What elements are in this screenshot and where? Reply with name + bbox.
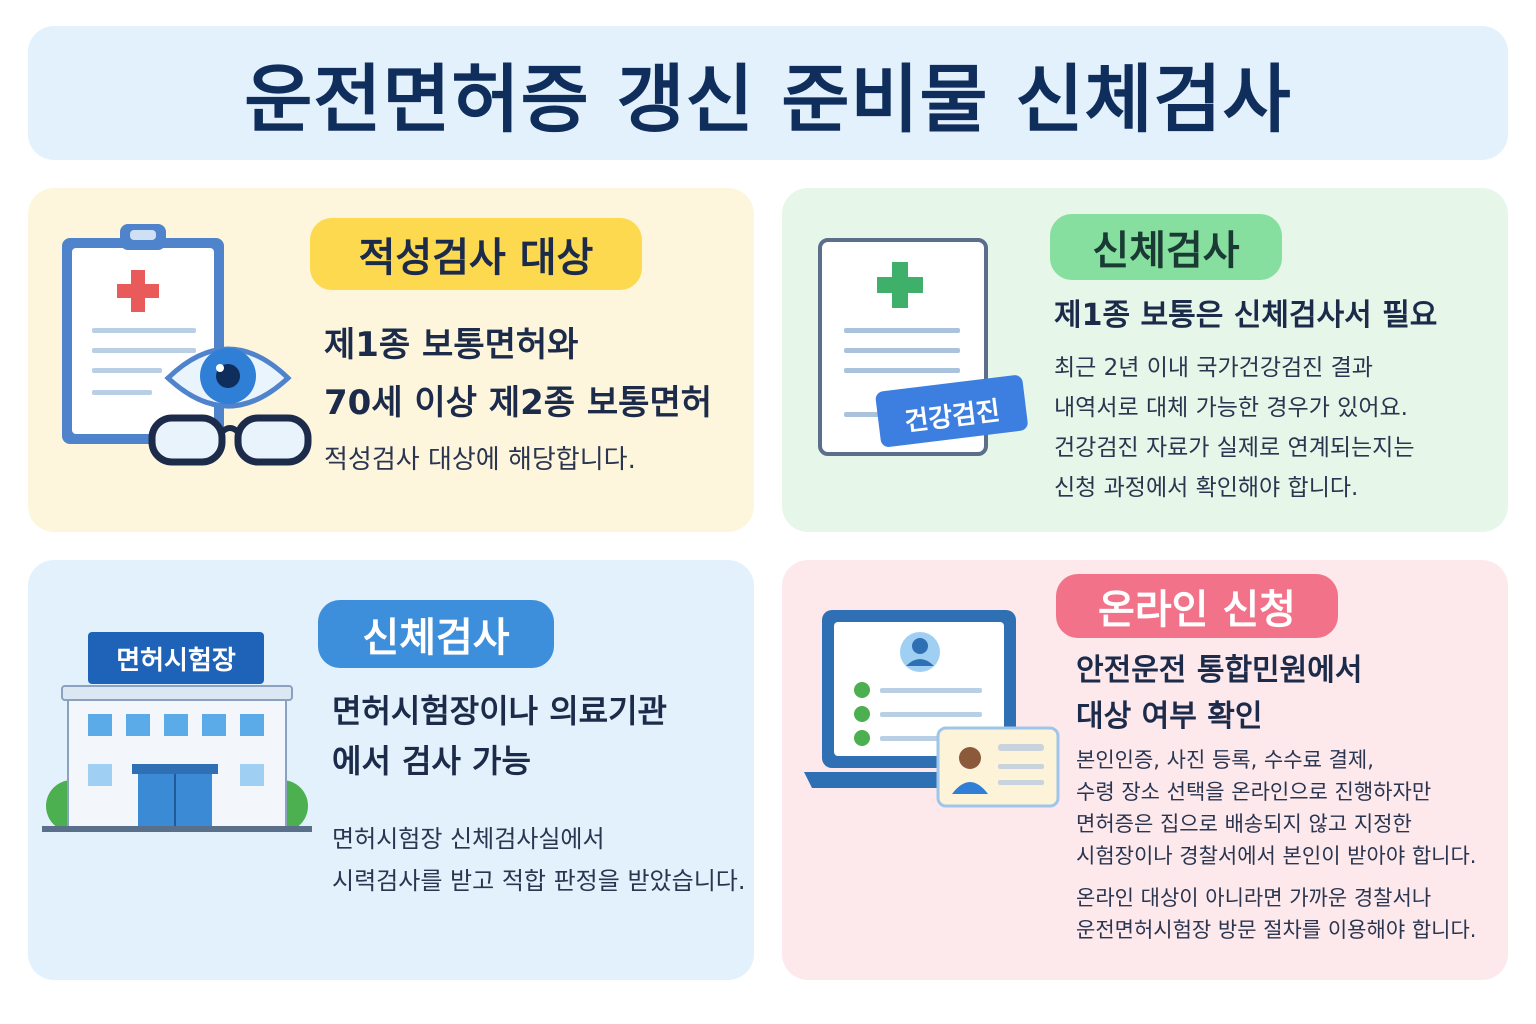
laptop-id-card-icon	[804, 610, 1060, 808]
physical-exam-badge: 신체검사	[1050, 214, 1282, 280]
building-icon	[42, 685, 312, 832]
aptitude-heading: 제1종 보통면허와 70세 이상 제2종 보통면허	[324, 325, 713, 423]
exam-location-badge: 신체검사	[318, 600, 554, 668]
aptitude-description: 적성검사 대상에 해당합니다.	[324, 445, 636, 475]
page-title: 운전면허증 갱신 준비물 신체검사	[244, 56, 1292, 143]
aptitude-badge: 적성검사 대상	[310, 218, 642, 290]
medical-document-icon	[818, 238, 1028, 456]
exam-location-heading: 면허시험장이나 의료기관 에서 검사 가능	[332, 692, 667, 780]
physical-exam-description: 최근 2년 이내 국가건강검진 결과 내역서로 대체 가능한 경우가 있어요. …	[1054, 355, 1415, 501]
online-heading: 안전운전 통합민원에서 대상 여부 확인	[1076, 653, 1363, 734]
title-banner: 운전면허증 갱신 준비물 신체검사	[28, 26, 1508, 160]
physical-exam-heading: 제1종 보통은 신체검사서 필요	[1054, 298, 1438, 333]
aptitude-card: 적성검사 대상 제1종 보통면허와 70세 이상 제2종 보통면허 적성검사 대…	[28, 188, 754, 532]
online-card: 온라인 신청 안전운전 통합민원에서 대상 여부 확인 본인인증, 사진 등록,…	[782, 560, 1508, 980]
online-badge: 온라인 신청	[1056, 574, 1338, 638]
exam-location-description: 면허시험장 신체검사실에서 시력검사를 받고 적합 판정을 받았습니다.	[332, 825, 746, 895]
physical-exam-card: 건강검진 신체검사 제1종 보통은 신체검사서 필요 최근 2년 이내 국가건강…	[782, 188, 1508, 532]
clipboard-eye-glasses-icon	[62, 224, 312, 466]
building-sign: 면허시험장	[88, 632, 264, 684]
online-description: 본인인증, 사진 등록, 수수료 결제, 수령 장소 선택을 온라인으로 진행하…	[1076, 748, 1477, 942]
exam-location-card: 면허시험장 신체검사 면허시험장이나 의료기관 에서 검사 가능 면허시험장 신…	[28, 560, 754, 980]
